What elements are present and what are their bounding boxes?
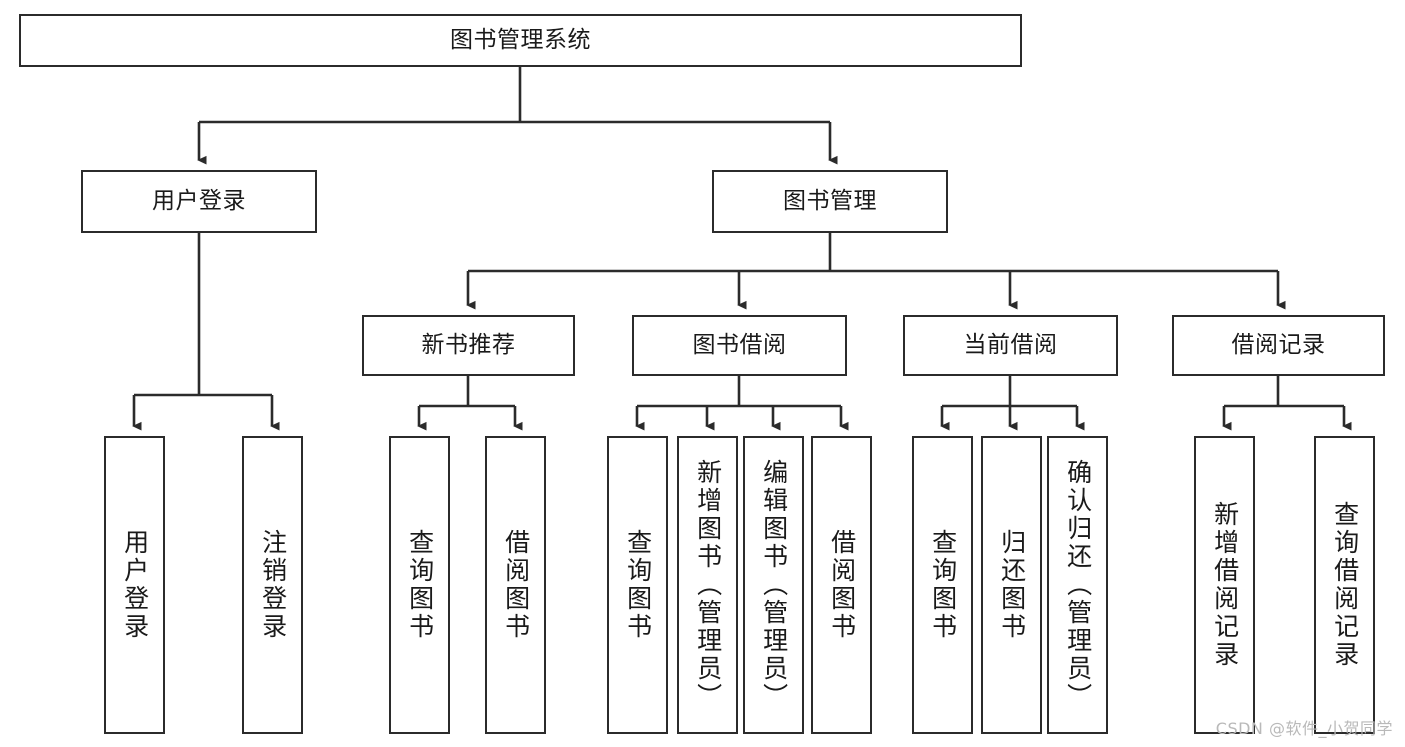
node-leaf-return-book[interactable]: 归还图书 — [981, 436, 1042, 734]
node-user-login[interactable]: 用户登录 — [81, 170, 317, 233]
node-leaf-add-record-label: 新增借阅记录 — [1210, 501, 1240, 669]
node-leaf-return-book-label: 归还图书 — [997, 529, 1027, 641]
node-borrow-record[interactable]: 借阅记录 — [1172, 315, 1385, 376]
node-leaf-confirm-return[interactable]: 确认归还（管理员） — [1047, 436, 1108, 734]
node-leaf-query-record-label: 查询借阅记录 — [1330, 501, 1360, 669]
node-new-book-recommend[interactable]: 新书推荐 — [362, 315, 575, 376]
node-book-borrow[interactable]: 图书借阅 — [632, 315, 847, 376]
node-leaf-borrow-book-2[interactable]: 借阅图书 — [811, 436, 872, 734]
node-leaf-borrow-book-1-label: 借阅图书 — [501, 529, 531, 641]
node-leaf-borrow-book-2-label: 借阅图书 — [827, 529, 857, 641]
node-leaf-query-book-1[interactable]: 查询图书 — [389, 436, 450, 734]
node-root[interactable]: 图书管理系统 — [19, 14, 1022, 67]
node-leaf-query-book-3[interactable]: 查询图书 — [912, 436, 973, 734]
node-leaf-query-book-2-label: 查询图书 — [623, 529, 653, 641]
node-user-login-label: 用户登录 — [152, 187, 246, 214]
node-leaf-add-record[interactable]: 新增借阅记录 — [1194, 436, 1255, 734]
node-leaf-add-book-label: 新增图书（管理员） — [693, 459, 723, 711]
node-leaf-user-login[interactable]: 用户登录 — [104, 436, 165, 734]
node-leaf-query-book-2[interactable]: 查询图书 — [607, 436, 668, 734]
node-root-label: 图书管理系统 — [450, 26, 591, 53]
node-leaf-confirm-return-label: 确认归还（管理员） — [1063, 459, 1093, 711]
node-current-borrow[interactable]: 当前借阅 — [903, 315, 1118, 376]
node-book-management[interactable]: 图书管理 — [712, 170, 948, 233]
node-book-management-label: 图书管理 — [783, 187, 877, 214]
node-leaf-user-login-label: 用户登录 — [120, 529, 150, 641]
node-leaf-query-book-1-label: 查询图书 — [405, 529, 435, 641]
node-leaf-logout-label: 注销登录 — [258, 529, 288, 641]
node-leaf-borrow-book-1[interactable]: 借阅图书 — [485, 436, 546, 734]
node-leaf-query-book-3-label: 查询图书 — [928, 529, 958, 641]
node-book-borrow-label: 图书借阅 — [692, 331, 787, 358]
node-leaf-query-record[interactable]: 查询借阅记录 — [1314, 436, 1375, 734]
node-leaf-edit-book-label: 编辑图书（管理员） — [759, 459, 789, 711]
node-leaf-add-book[interactable]: 新增图书（管理员） — [677, 436, 738, 734]
node-new-book-recommend-label: 新书推荐 — [421, 331, 516, 358]
node-borrow-record-label: 借阅记录 — [1231, 331, 1326, 358]
node-leaf-edit-book[interactable]: 编辑图书（管理员） — [743, 436, 804, 734]
node-current-borrow-label: 当前借阅 — [963, 331, 1058, 358]
node-leaf-logout[interactable]: 注销登录 — [242, 436, 303, 734]
